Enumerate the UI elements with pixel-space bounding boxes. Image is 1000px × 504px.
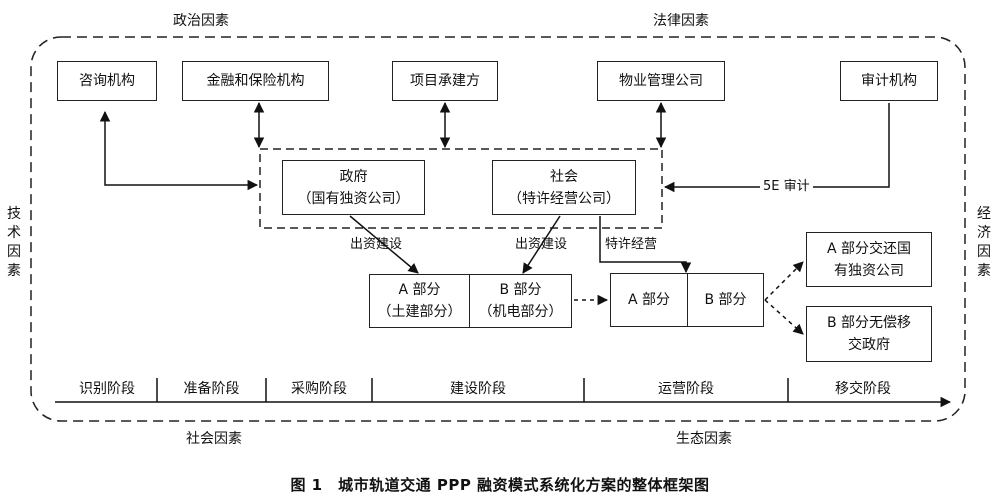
transfer-a-arrow (764, 261, 804, 301)
consulting-arrow (99, 110, 259, 191)
franchise-label: 特许经营 (605, 237, 658, 252)
operation-part-a-label: A 部分 (627, 292, 671, 308)
stage-operation: 运营阶段 (658, 381, 714, 397)
property-label: 物业管理公司 (619, 73, 703, 89)
government-box: 政府 （国有独资公司） (282, 160, 425, 215)
figure-caption: 图 1 城市轨道交通 PPP 融资模式系统化方案的整体框架图 (290, 476, 710, 494)
audit-5e-label: 5E 审计 (760, 178, 813, 196)
gov-to-a-arrow (349, 215, 419, 274)
transfer-a-line2: 有独资公司 (834, 262, 904, 279)
finance-label: 金融和保险机构 (206, 73, 305, 89)
stage-transfer: 移交阶段 (835, 381, 891, 397)
stage-preparation: 准备阶段 (183, 381, 240, 397)
factor-political: 政治因素 (173, 13, 229, 29)
consulting-box: 咨询机构 (57, 61, 157, 101)
part-a-civil-box: A 部分 （土建部分） (369, 274, 470, 328)
stage-identification: 识别阶段 (79, 381, 135, 397)
stage-procurement: 采购阶段 (291, 381, 347, 397)
contractor-box: 项目承建方 (392, 61, 498, 101)
factor-ecological: 生态因素 (676, 431, 732, 447)
audit-arrow (663, 103, 890, 193)
government-subtitle: （国有独资公司） (297, 190, 410, 207)
society-title: 社会 (550, 168, 578, 185)
contractor-label: 项目承建方 (410, 73, 480, 89)
transfer-a-line1: A 部分交还国 (826, 240, 912, 257)
inner-boundary (259, 148, 663, 229)
soc-to-b-arrow (522, 215, 561, 274)
audit-box: 审计机构 (840, 61, 938, 101)
transfer-b-line1: B 部分无偿移 (826, 315, 912, 331)
transfer-b-box: B 部分无偿移 交政府 (806, 306, 932, 362)
factor-technical: 技术因素 (7, 206, 21, 279)
operation-part-a-box: A 部分 (610, 273, 688, 327)
consulting-label: 咨询机构 (79, 73, 135, 89)
property-box: 物业管理公司 (597, 61, 725, 101)
stage-construction: 建设阶段 (450, 381, 506, 397)
government-title: 政府 (339, 168, 368, 185)
transfer-a-box: A 部分交还国 有独资公司 (806, 232, 932, 287)
transfer-b-arrow (764, 299, 804, 335)
society-box: 社会 （特许经营公司） (492, 160, 636, 215)
outer-boundary (30, 36, 966, 422)
society-subtitle: （特许经营公司） (508, 190, 620, 207)
transfer-b-line2: 交政府 (848, 337, 890, 353)
operation-part-b-label: B 部分 (704, 292, 747, 308)
invest-b-label: 出资建设 (515, 237, 568, 252)
operation-part-b-box: B 部分 (687, 273, 764, 327)
factor-economic: 经济因素 (977, 206, 991, 279)
invest-a-label: 出资建设 (350, 237, 403, 252)
part-b-subtitle: （机电部分） (478, 304, 563, 320)
part-b-title: B 部分 (499, 282, 542, 298)
part-a-subtitle: （土建部分） (377, 304, 462, 320)
factor-social: 社会因素 (186, 431, 242, 447)
part-a-title: A 部分 (398, 282, 441, 298)
finance-box: 金融和保险机构 (182, 61, 329, 101)
part-b-mechanical-box: B 部分 （机电部分） (469, 274, 572, 328)
franchise-arrow (599, 216, 692, 274)
audit-label: 审计机构 (861, 73, 917, 89)
factor-legal: 法律因素 (653, 13, 709, 29)
